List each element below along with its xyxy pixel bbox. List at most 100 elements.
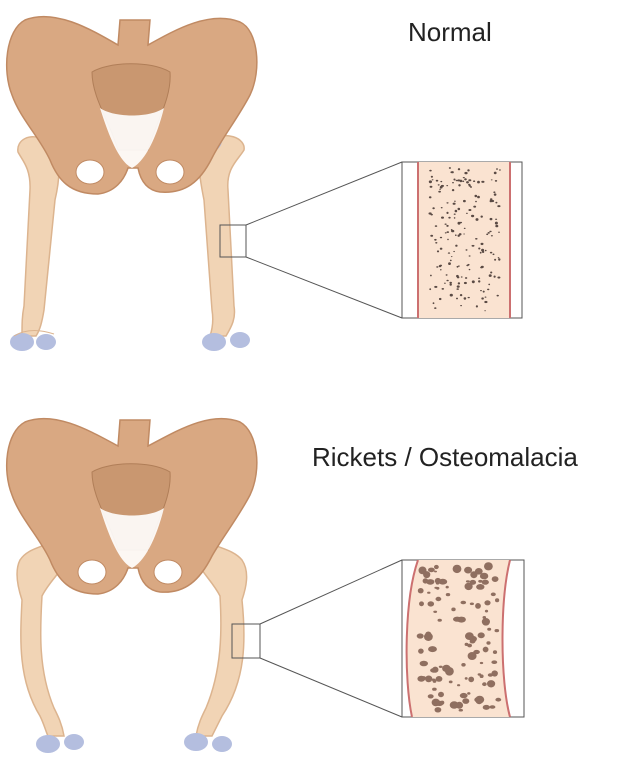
- pore: [431, 678, 436, 682]
- pore: [434, 570, 437, 573]
- pore: [463, 233, 465, 235]
- pore: [488, 283, 491, 286]
- pore: [476, 584, 485, 590]
- pore: [466, 264, 469, 267]
- pore: [482, 290, 485, 293]
- normal-zoom-lines: [245, 161, 403, 319]
- pore: [481, 250, 485, 253]
- pore: [459, 221, 463, 224]
- pore: [442, 664, 451, 673]
- pore: [491, 576, 499, 582]
- pore: [457, 168, 461, 171]
- pore: [453, 217, 456, 219]
- pore: [473, 180, 476, 182]
- pore: [429, 288, 432, 291]
- pore: [489, 198, 493, 201]
- pore: [439, 236, 443, 239]
- pore: [463, 281, 467, 285]
- pore: [444, 282, 446, 284]
- pore: [434, 307, 437, 309]
- pore: [459, 294, 463, 297]
- pore: [445, 585, 449, 589]
- pore: [492, 650, 498, 654]
- pore: [436, 250, 440, 253]
- pore: [456, 285, 460, 288]
- pore: [454, 200, 456, 202]
- pore: [456, 274, 459, 278]
- pore: [428, 196, 432, 199]
- pore: [475, 218, 479, 221]
- pore: [473, 205, 477, 208]
- pore: [427, 601, 435, 607]
- pore: [449, 701, 459, 709]
- pore: [489, 217, 493, 221]
- pore: [438, 665, 443, 668]
- pore: [468, 676, 475, 683]
- pore: [463, 297, 467, 300]
- pore: [464, 178, 467, 181]
- normal-pelvis: [6, 15, 258, 195]
- pore: [438, 691, 444, 698]
- pore: [498, 231, 500, 233]
- pore: [495, 598, 500, 603]
- pore: [495, 218, 498, 220]
- pore: [464, 566, 473, 574]
- pore: [430, 175, 433, 178]
- pore: [446, 224, 449, 227]
- rickets-sample-box: [231, 623, 261, 659]
- pore: [435, 582, 440, 585]
- pore: [423, 571, 431, 579]
- pore: [464, 582, 473, 591]
- pore: [451, 189, 455, 192]
- pore: [425, 675, 433, 683]
- pore: [498, 258, 501, 261]
- pore: [435, 676, 443, 682]
- pore: [457, 179, 461, 182]
- pore: [463, 227, 466, 229]
- pore: [493, 171, 497, 175]
- pore: [440, 207, 443, 209]
- pore: [452, 564, 462, 574]
- pore: [430, 668, 438, 673]
- pore: [453, 213, 456, 215]
- normal-pelvis-and-legs: [6, 15, 258, 351]
- pore: [493, 193, 497, 196]
- pore: [417, 588, 424, 594]
- pore: [438, 297, 442, 301]
- pore: [428, 180, 432, 184]
- pore: [477, 632, 485, 639]
- normal-trabecular-pores: [428, 167, 501, 312]
- pore: [490, 592, 496, 597]
- pore: [456, 297, 458, 300]
- pore: [471, 280, 475, 284]
- pore: [448, 216, 451, 219]
- pore: [490, 271, 493, 274]
- pore: [445, 274, 448, 276]
- pore: [434, 285, 438, 288]
- pore: [463, 199, 466, 203]
- rickets-zoom-lines: [259, 559, 403, 718]
- pore: [457, 684, 461, 687]
- pore: [482, 682, 487, 687]
- pore: [460, 600, 467, 605]
- pore: [440, 700, 445, 705]
- pore: [431, 698, 440, 707]
- pore: [460, 305, 462, 307]
- pore: [425, 631, 432, 637]
- pore: [418, 648, 424, 654]
- pore: [459, 179, 463, 183]
- rickets-pelvis-and-legs: [6, 417, 261, 753]
- pore: [430, 274, 432, 277]
- pore: [456, 265, 459, 268]
- pore: [426, 579, 435, 585]
- pore: [434, 707, 442, 713]
- pore: [441, 216, 444, 219]
- pore: [416, 633, 424, 639]
- pore: [451, 171, 454, 174]
- pore: [477, 180, 480, 184]
- pore: [490, 179, 493, 181]
- pore: [440, 269, 442, 271]
- pore: [469, 602, 474, 606]
- pore: [475, 305, 478, 308]
- pore: [484, 310, 486, 312]
